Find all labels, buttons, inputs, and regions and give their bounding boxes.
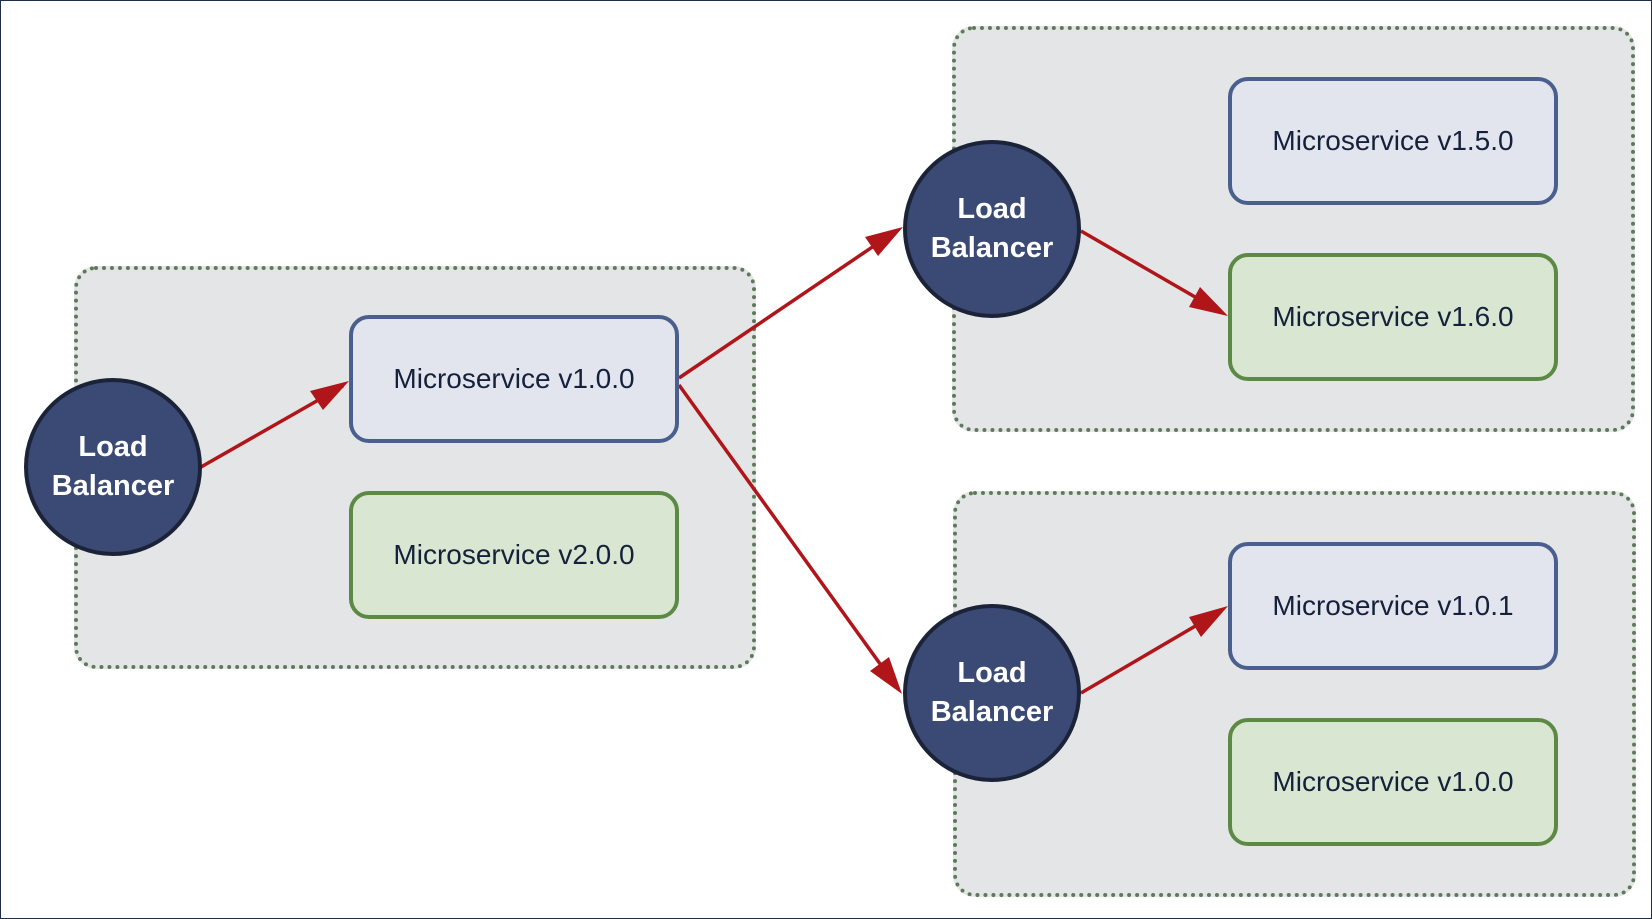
load-balancer-label-line2: Balancer	[930, 696, 1054, 728]
microservice-box[interactable]: Microservice v2.0.0	[349, 491, 679, 619]
load-balancer-label-line2: Balancer	[930, 232, 1054, 264]
microservice-box[interactable]: Microservice v1.6.0	[1228, 253, 1558, 381]
arrowhead-icon	[870, 657, 902, 694]
microservice-box[interactable]: Microservice v1.0.0	[349, 315, 679, 443]
load-balancer-label-line1: Load	[957, 193, 1027, 225]
load-balancer-label-line1: Load	[78, 431, 148, 463]
load-balancer-top-right[interactable]: Load Balancer	[903, 140, 1081, 318]
microservice-box[interactable]: Microservice v1.0.0	[1228, 718, 1558, 846]
microservice-label: Microservice v1.0.1	[1272, 590, 1514, 621]
load-balancer-left[interactable]: Load Balancer	[24, 378, 202, 556]
load-balancer-label-line1: Load	[957, 657, 1027, 689]
microservice-label: Microservice v1.0.0	[393, 363, 635, 394]
microservice-label: Microservice v1.5.0	[1272, 125, 1514, 156]
load-balancer-bottom-right[interactable]: Load Balancer	[903, 604, 1081, 782]
microservice-label: Microservice v1.0.0	[1272, 766, 1514, 797]
arrowhead-icon	[865, 227, 903, 256]
load-balancer-label-line2: Balancer	[51, 470, 175, 502]
microservice-box[interactable]: Microservice v1.0.1	[1228, 542, 1558, 670]
microservice-box[interactable]: Microservice v1.5.0	[1228, 77, 1558, 205]
microservice-label: Microservice v1.6.0	[1272, 301, 1514, 332]
microservice-label: Microservice v2.0.0	[393, 539, 635, 570]
